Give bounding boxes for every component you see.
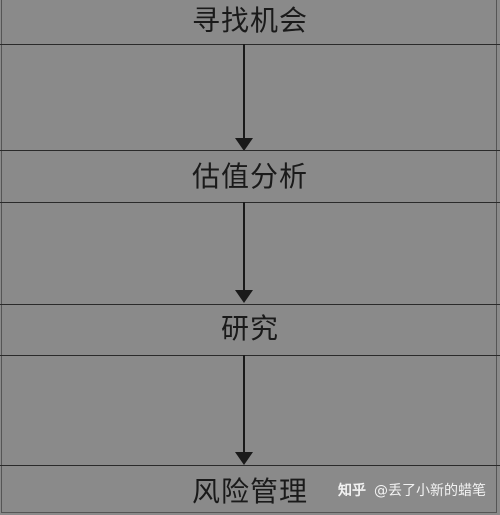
stage-label-valuation: 估值分析: [191, 160, 308, 193]
stage-divider: [0, 150, 500, 151]
stage-divider: [0, 44, 500, 45]
stage-divider: [0, 355, 500, 356]
arrow-shaft: [243, 44, 245, 138]
arrow-shaft: [243, 355, 245, 452]
stage-divider: [0, 465, 500, 466]
stage-label-risk-management: 风险管理: [191, 475, 308, 508]
arrow-down-icon: [235, 290, 253, 303]
arrow-down-icon: [235, 452, 253, 465]
watermark: 知乎 @丢了小新的蜡笔: [338, 481, 486, 501]
arrow-shaft: [243, 202, 245, 290]
watermark-author: @丢了小新的蜡笔: [374, 483, 486, 499]
watermark-brand: 知乎: [338, 483, 366, 499]
stage-divider: [0, 202, 500, 203]
stage-divider: [0, 304, 500, 305]
arrow-down-icon: [235, 138, 253, 151]
stage-label-find-opportunity: 寻找机会: [191, 4, 308, 37]
stage-label-research: 研究: [220, 312, 279, 345]
